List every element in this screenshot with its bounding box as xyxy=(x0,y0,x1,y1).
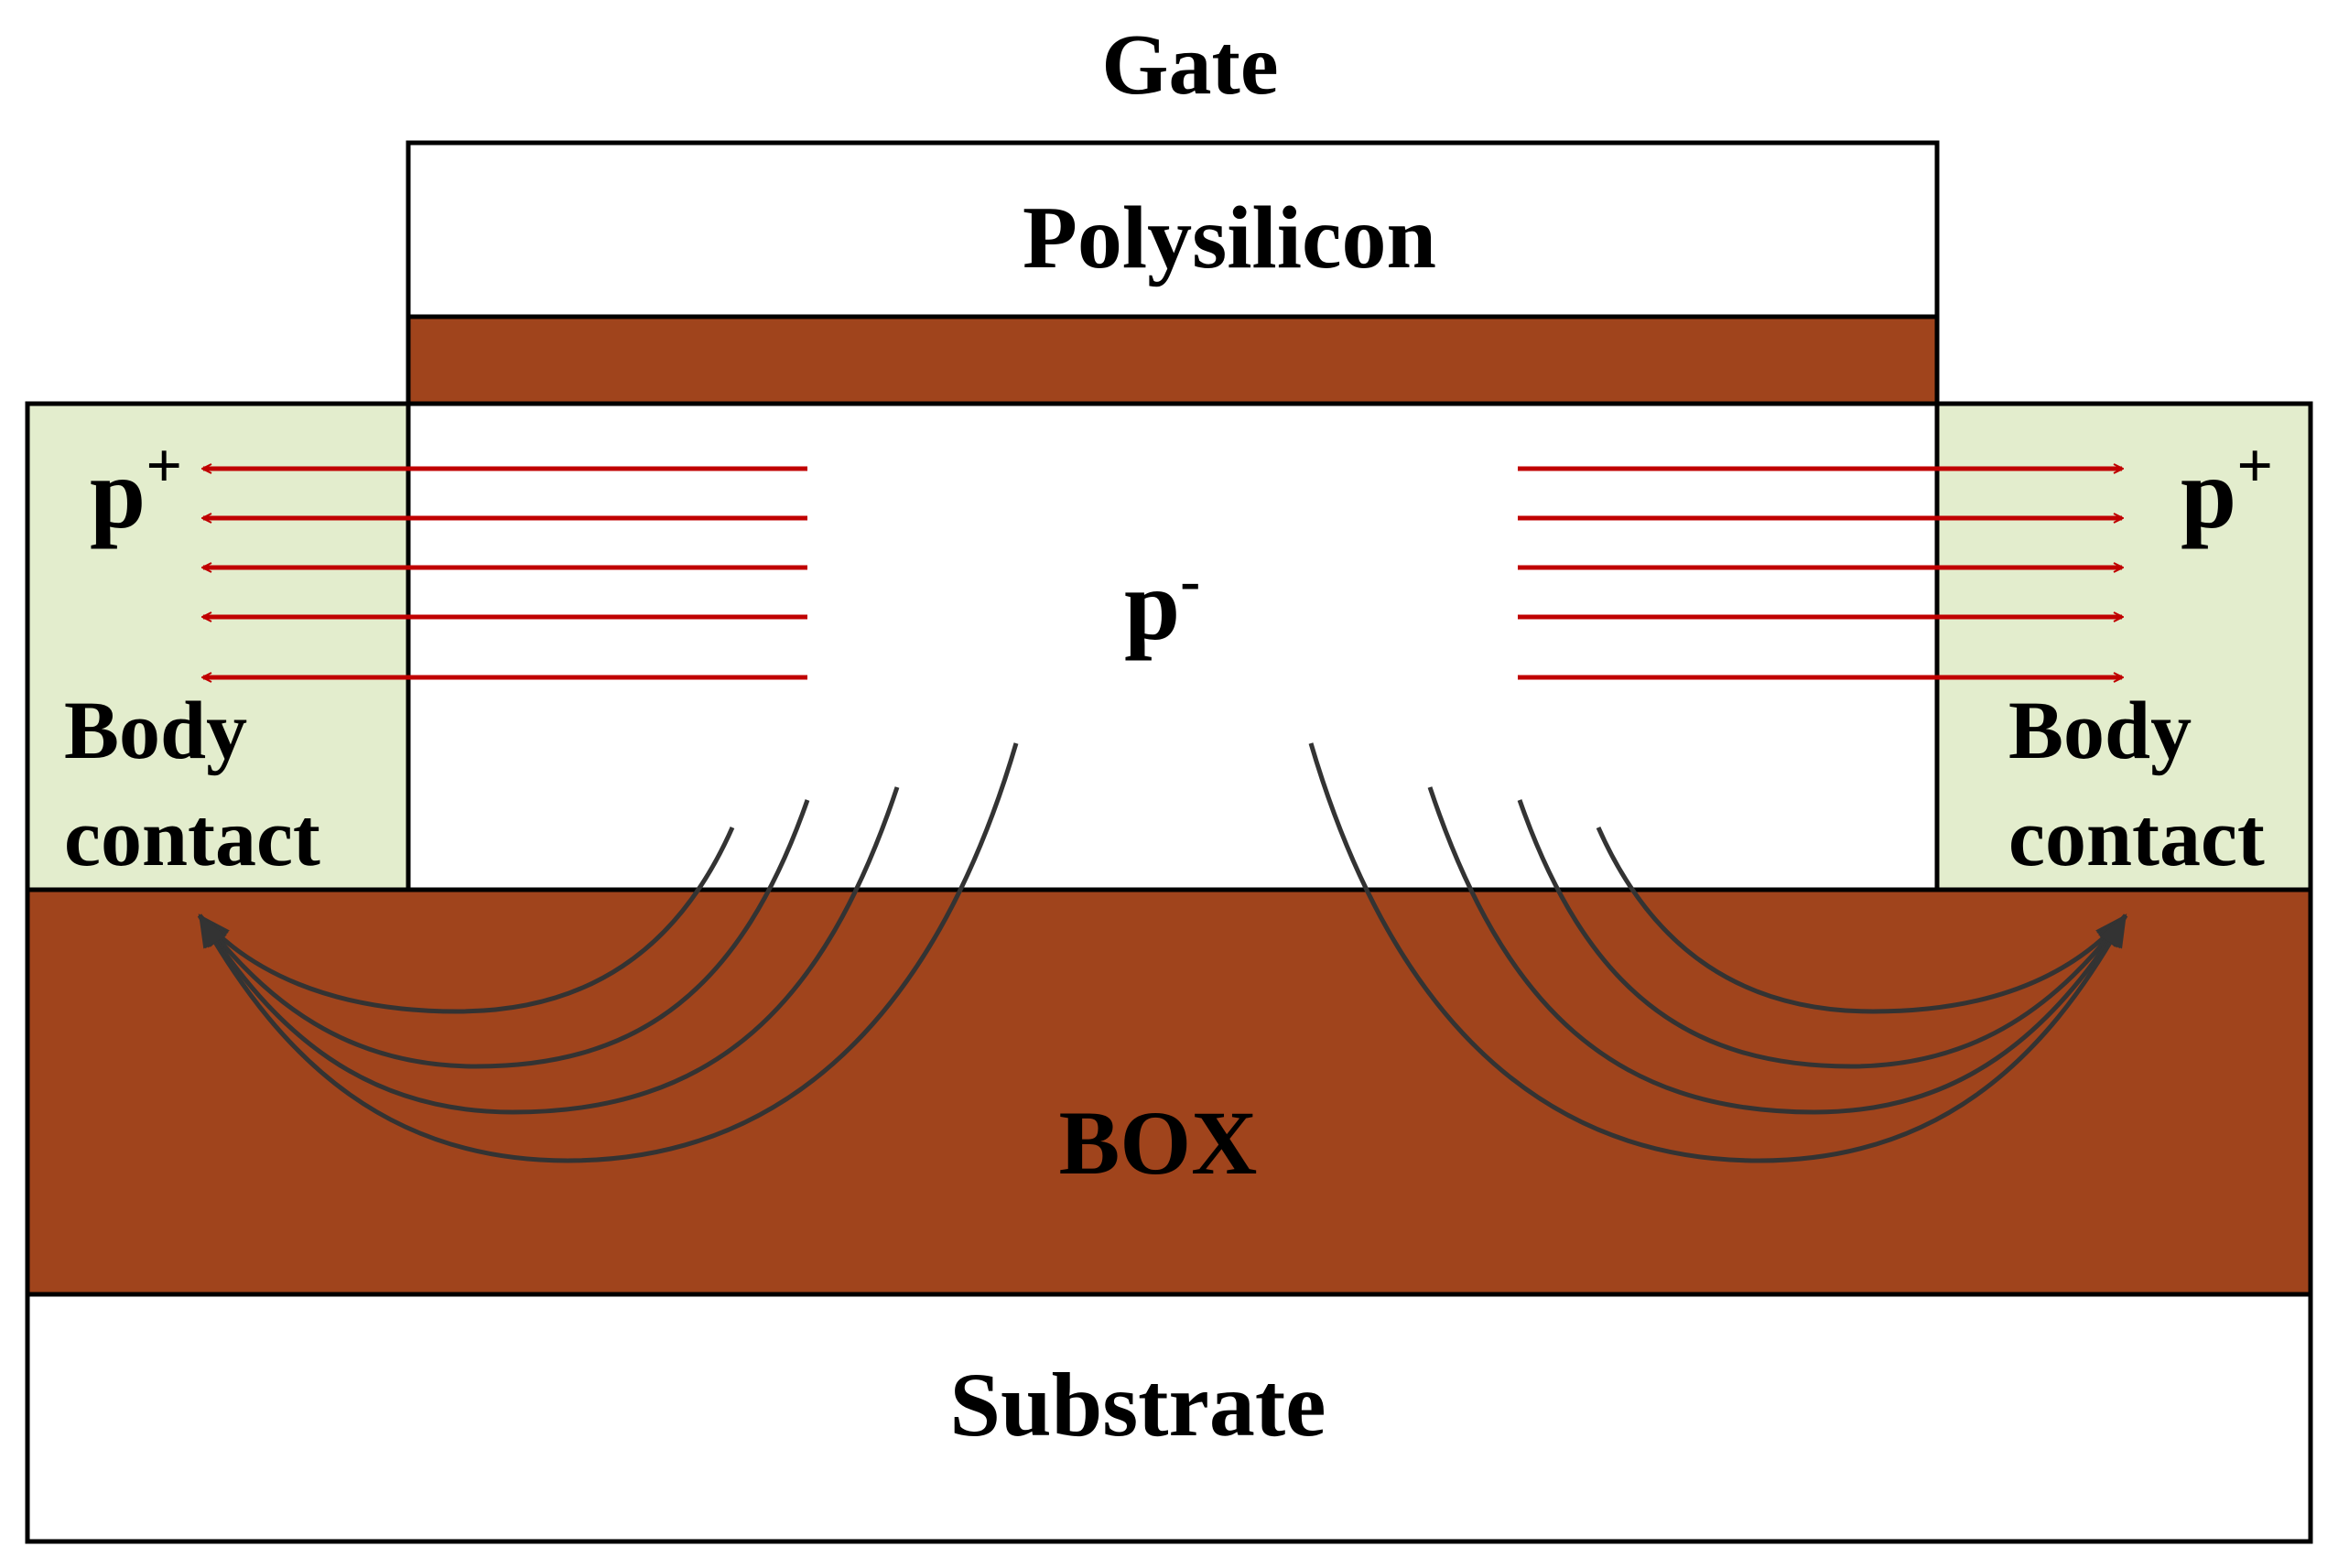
left-curved-arrow xyxy=(197,786,900,1115)
right-curved-arrow xyxy=(1517,799,2127,1069)
right-field-arrows xyxy=(1518,469,2122,677)
left-contact-doping-sup: + xyxy=(146,431,182,502)
gate-oxide xyxy=(406,314,1940,406)
left-curved-arrow xyxy=(198,799,810,1069)
right-curved-arrow xyxy=(1308,742,2128,1163)
left-body-contact-label-line1: Body xyxy=(64,686,247,776)
left-curved-arrow xyxy=(198,826,735,1014)
channel-doping-label: p- xyxy=(1124,547,1200,661)
left-curved-field-lines xyxy=(197,742,1019,1163)
box-label: BOX xyxy=(1059,1092,1258,1194)
right-body-contact-label-line2: contact xyxy=(2008,793,2265,883)
substrate-label: Substrate xyxy=(949,1354,1326,1455)
channel-doping-base: p xyxy=(1124,549,1180,661)
channel-doping-sup: - xyxy=(1180,547,1200,614)
polysilicon-label: Polysilicon xyxy=(1023,189,1436,287)
right-contact-doping-base: p xyxy=(2181,438,2236,549)
right-contact-doping-label: p+ xyxy=(2181,431,2273,549)
left-field-arrows xyxy=(203,469,807,677)
right-curved-arrow xyxy=(1427,786,2128,1115)
left-body-contact-label-line2: contact xyxy=(64,793,320,883)
right-curved-field-lines xyxy=(1308,742,2128,1163)
left-contact-doping-base: p xyxy=(90,438,146,549)
right-curved-arrow xyxy=(1596,826,2127,1014)
left-body-contact xyxy=(25,401,411,892)
gate-label: Gate xyxy=(1101,17,1278,113)
left-curved-arrow xyxy=(197,742,1019,1163)
right-body-contact xyxy=(1934,401,2313,892)
substrate-layer xyxy=(25,1292,2313,1544)
polysilicon-gate xyxy=(406,140,1940,319)
right-contact-doping-sup: + xyxy=(2236,431,2273,502)
left-contact-doping-label: p+ xyxy=(90,431,182,549)
right-body-contact-label-line1: Body xyxy=(2008,686,2192,776)
